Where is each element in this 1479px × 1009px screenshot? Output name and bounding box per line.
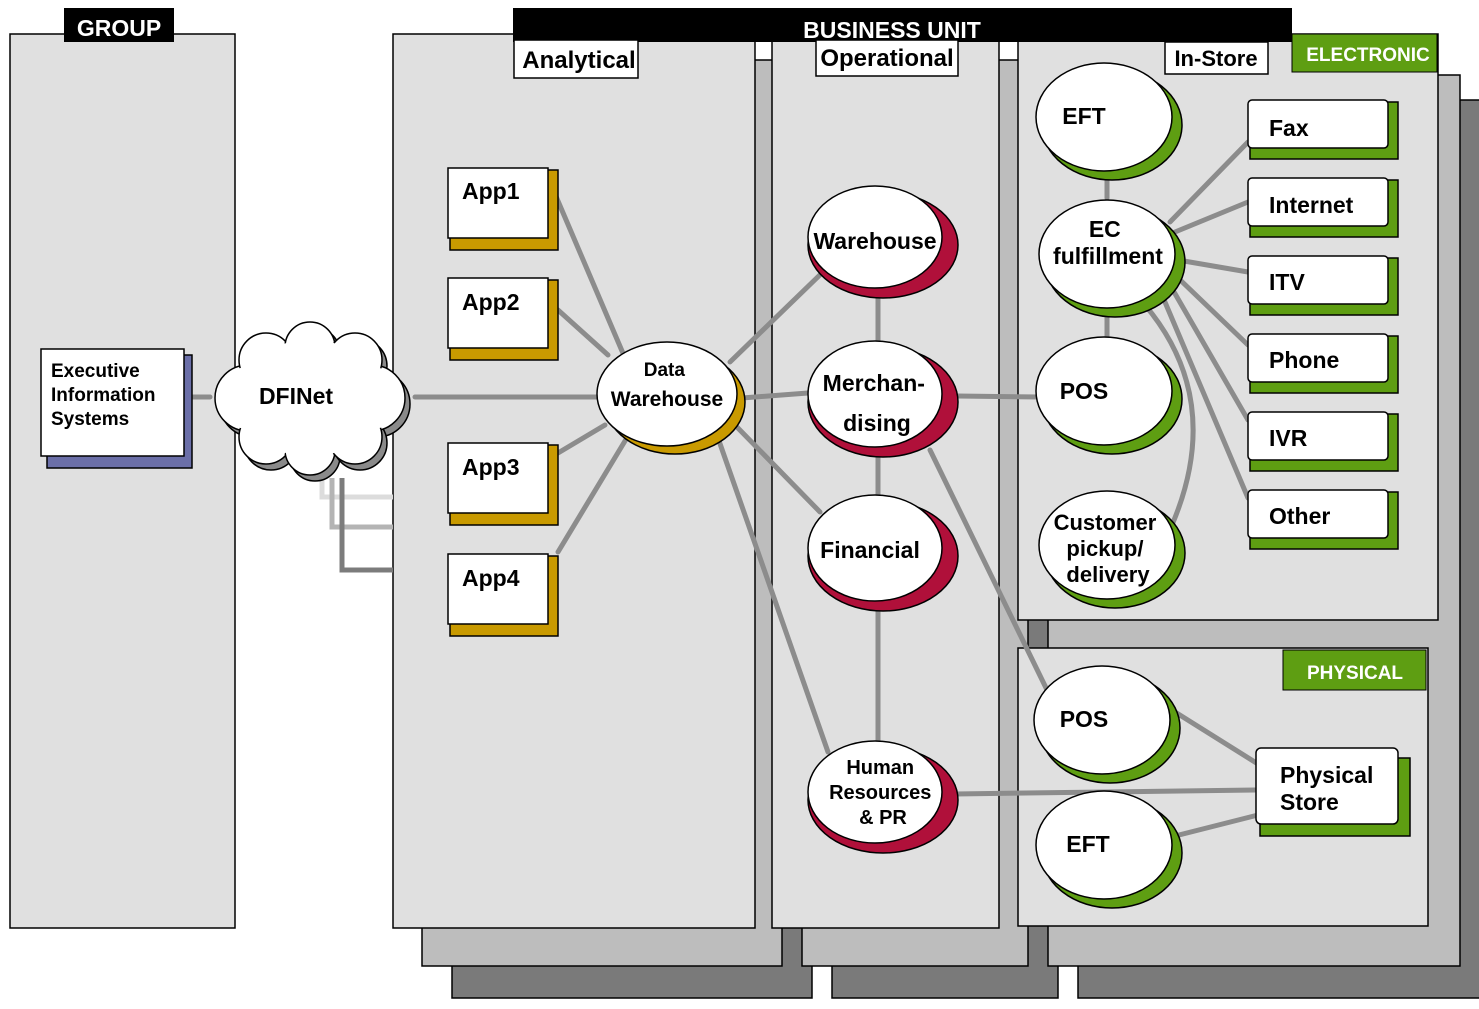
customer-pickup-text: Customer pickup/ delivery [1054,510,1163,587]
app-label: App1 [462,178,520,204]
executive-information-systems-box: Executive Information Systems [40,348,193,469]
physical-eft-label: EFT [1066,831,1109,857]
merchandising-node: Merchan- dising [807,340,959,458]
ec-fulfillment-node: EC fulfillment [1038,199,1186,318]
pos-label: POS [1060,378,1109,404]
group-header [64,8,174,42]
data-warehouse-node: Data Warehouse [596,341,746,455]
app-label: App4 [462,565,520,591]
financial-label: Financial [820,537,920,563]
app-label: App2 [462,289,520,315]
app-label: App3 [462,454,520,480]
physical-label: PHYSICAL [1307,663,1403,684]
physical-pos-node: POS [1033,665,1181,784]
group-panel [9,33,236,929]
channel-box: Fax [1247,99,1399,160]
customer-pickup-node: Customer pickup/ delivery [1038,490,1186,609]
channel-label: Fax [1269,115,1309,141]
channel-box: Internet [1247,177,1399,238]
eft-label: EFT [1062,103,1105,129]
instore-label: In-Store [1174,46,1257,71]
channel-label: Internet [1269,192,1354,218]
warehouse-label: Warehouse [813,228,936,254]
app-box: App4 [447,553,559,637]
physical-badge [1282,649,1427,691]
channel-box: Other [1247,489,1399,550]
human-resources-node: Human Resources & PR [807,740,959,854]
electronic-badge [1291,33,1438,73]
dfinet-label: DFINet [259,383,333,409]
channel-box: IVR [1247,411,1399,472]
channel-label: IVR [1269,425,1308,451]
eft-node: EFT [1035,62,1183,181]
physical-store-box: Physical Store [1255,747,1411,837]
channel-label: ITV [1269,269,1305,295]
operational-label: Operational [820,45,953,72]
eis-text: Executive Information Systems [51,361,161,430]
app-box: App1 [447,167,559,251]
physical-eft-node: EFT [1035,790,1183,909]
business-unit-bar [513,8,1292,42]
business-unit-label: BUSINESS UNIT [803,17,981,43]
financial-node: Financial [807,494,959,612]
pos-node: POS [1035,336,1183,455]
app-box: App3 [447,442,559,526]
operational-tab [815,39,959,77]
dfinet-cloud: DFINet [214,321,411,482]
analytical-tab [513,39,639,79]
electronic-label: ELECTRONIC [1306,45,1430,66]
connectors [182,139,1261,839]
human-resources-text: Human Resources & PR [829,757,937,829]
channel-box: Phone [1247,333,1399,394]
analytical-label: Analytical [522,47,635,74]
data-warehouse-text: Data Warehouse [611,360,723,411]
merchandising-text: Merchan- dising [823,370,932,436]
channel-box: ITV [1247,255,1399,316]
network-links [319,478,393,573]
channel-label: Other [1269,503,1330,529]
physical-pos-label: POS [1060,706,1109,732]
channel-label: Phone [1269,347,1339,373]
group-label: GROUP [77,15,161,41]
physical-store-text: Physical Store [1280,762,1380,815]
warehouse-node: Warehouse [807,185,959,299]
ec-fulfillment-text: EC fulfillment [1053,216,1163,269]
instore-tab [1164,41,1269,75]
app-box: App2 [447,277,559,361]
